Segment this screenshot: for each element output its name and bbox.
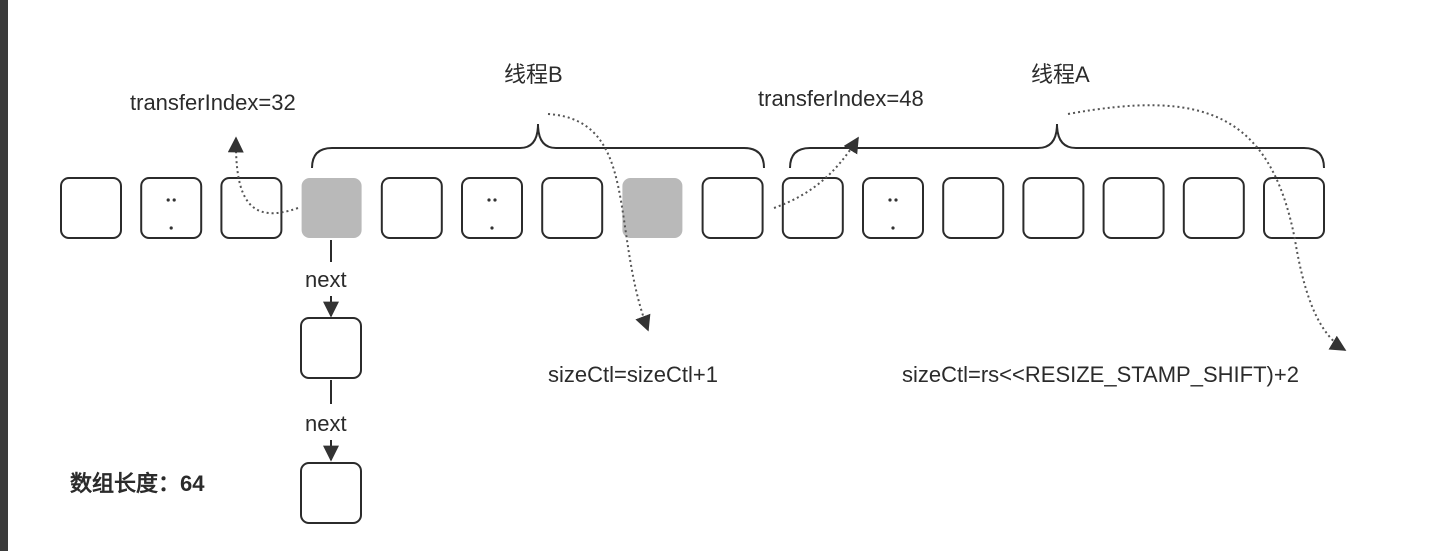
transfer-index-b-arrow (227, 136, 299, 215)
ellipsis-dot (891, 226, 895, 230)
ellipsis-dot (490, 226, 494, 230)
ellipsis-dot (169, 226, 173, 230)
array-cell-migrated (301, 178, 362, 238)
array-length-label: 数组长度：64 (70, 471, 205, 496)
thread-b-brace (311, 123, 765, 169)
ellipsis-dot (888, 198, 892, 202)
thread-a-brace (789, 123, 1325, 169)
size-ctl-a-label: sizeCtl=rs<<RESIZE_STAMP_SHIFT)+2 (902, 362, 1299, 387)
array-cell-ellipsis (862, 177, 924, 239)
array-cell (1102, 177, 1165, 239)
left-edge-bar (0, 0, 8, 551)
array-cell-migrated (622, 178, 683, 238)
thread-b-label: 线程B (504, 62, 563, 87)
array-cell (1263, 177, 1325, 239)
array-cell-ellipsis (140, 177, 203, 239)
array-cell (541, 177, 604, 239)
ellipsis-dot (894, 198, 898, 202)
transfer-index-b-label: transferIndex=32 (130, 90, 296, 115)
ellipsis-dot (172, 198, 176, 202)
thread-a-label: 线程A (1031, 62, 1090, 87)
array-cell (60, 177, 122, 239)
next-label-2: next (305, 411, 347, 436)
array-cell (942, 177, 1005, 239)
transfer-index-a-label: transferIndex=48 (758, 86, 924, 111)
next-label-1: next (305, 267, 347, 292)
array-cell-ellipsis (461, 177, 523, 239)
array-cell (1022, 177, 1085, 239)
ellipsis-dot (493, 198, 497, 202)
array-cells (60, 177, 1325, 239)
transfer-index-a-arrow (773, 136, 859, 209)
array-cell (701, 177, 764, 239)
ellipsis-dot (166, 198, 170, 202)
linked-node-2 (300, 462, 362, 524)
size-ctl-b-label: sizeCtl=sizeCtl+1 (548, 362, 718, 387)
size-ctl-a-arrow (1067, 104, 1347, 351)
array-cell (1182, 177, 1245, 239)
array-cell (781, 177, 844, 239)
linked-node-1 (300, 317, 362, 379)
array-cell (380, 177, 443, 239)
ellipsis-dot (487, 198, 491, 202)
array-cell (220, 177, 283, 239)
size-ctl-b-arrow (547, 113, 651, 332)
